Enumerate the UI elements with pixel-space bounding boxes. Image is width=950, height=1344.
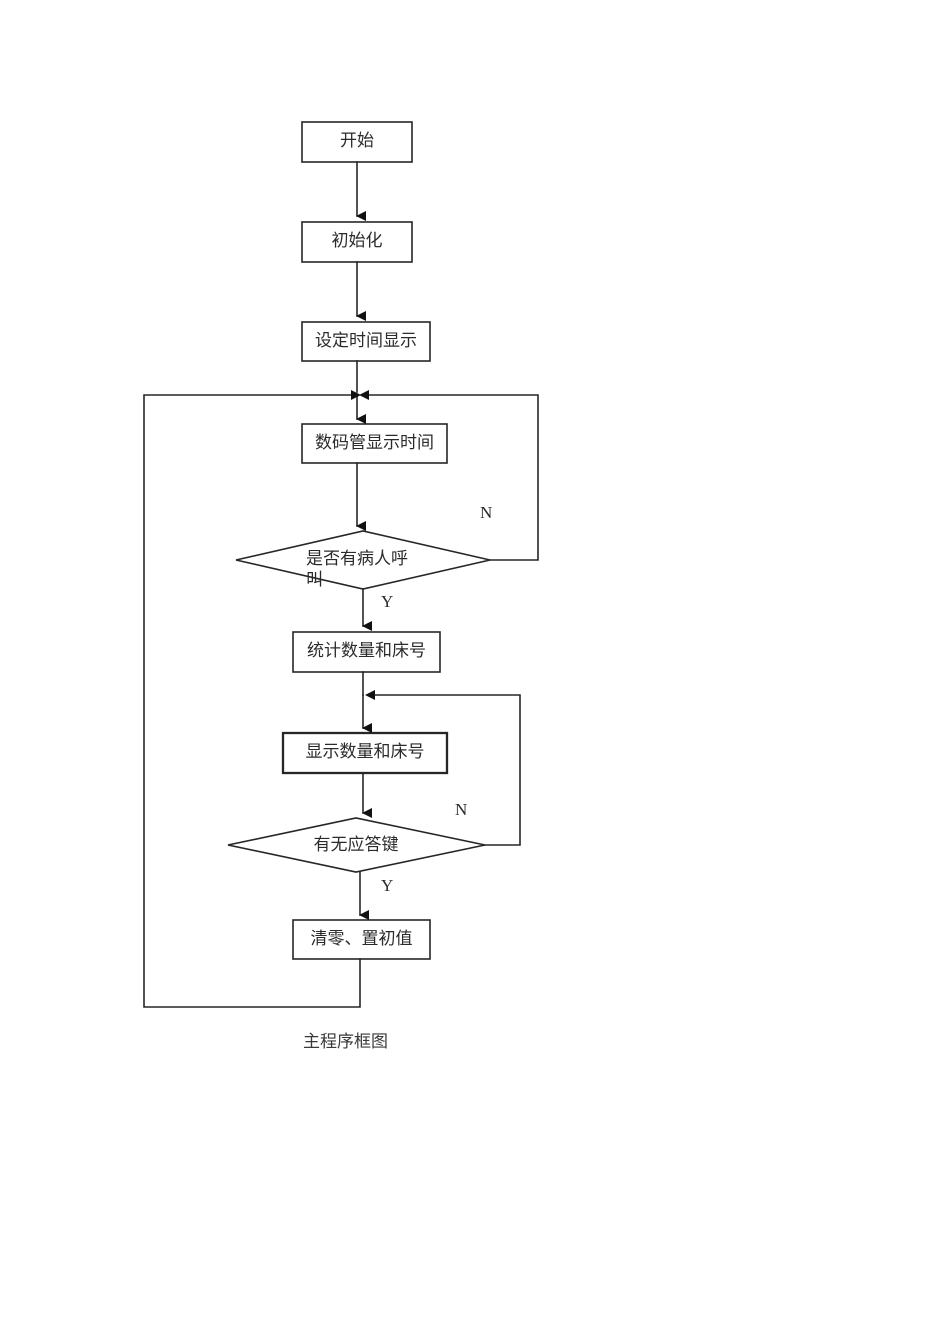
node-has-ack-key-shape bbox=[227, 817, 486, 873]
node-clear-reset-shape bbox=[292, 919, 431, 960]
node-init-shape bbox=[301, 221, 413, 263]
node-start-shape bbox=[301, 121, 413, 163]
arrowhead-outer-loop bbox=[351, 390, 361, 400]
arrowhead-loop-call-no bbox=[359, 390, 369, 400]
edge-loop-call-no bbox=[368, 394, 539, 561]
arrowhead-loop-ack-no bbox=[365, 690, 375, 700]
edge-label-call-yes: Y bbox=[381, 592, 394, 611]
node-has-call-shape bbox=[235, 530, 491, 590]
edge-loop-ack-no bbox=[374, 694, 521, 846]
edge-label-ack-yes: Y bbox=[381, 876, 394, 895]
diagram-caption: 主程序框图 bbox=[303, 1032, 388, 1052]
edge-label-call-no: N bbox=[480, 503, 493, 522]
edge-outer-loop bbox=[143, 394, 361, 1008]
node-set-time-shape bbox=[301, 321, 431, 362]
node-count-bed-shape bbox=[292, 631, 441, 673]
node-show-time-shape bbox=[301, 423, 448, 464]
edge-label-ack-no: N bbox=[455, 800, 468, 819]
node-display-bed-shape bbox=[281, 731, 449, 775]
